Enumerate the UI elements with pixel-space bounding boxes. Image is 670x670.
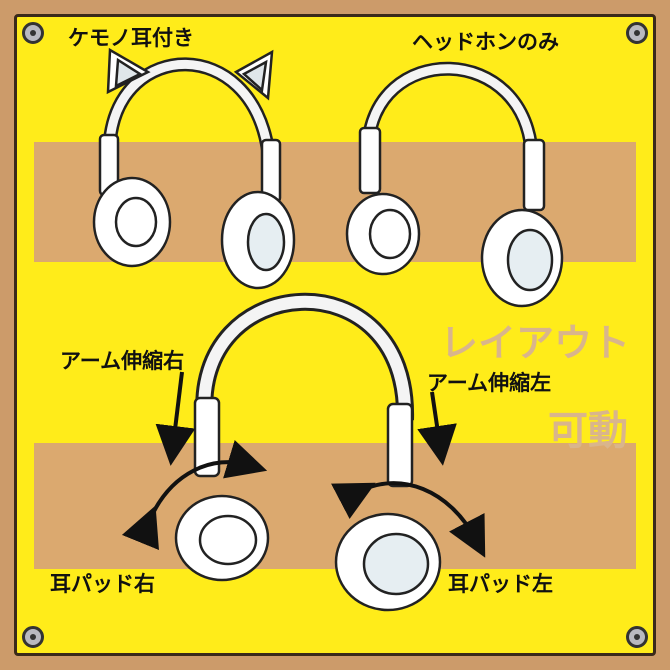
- rivet-icon: [22, 22, 44, 44]
- large-headphones-icon: [174, 292, 442, 612]
- label-pad-left: 耳パッド左: [448, 571, 553, 596]
- label-headphones-only: ヘッドホンのみ: [412, 29, 559, 54]
- label-arm-right: アーム伸縮右: [60, 348, 185, 373]
- arrow-icon: [121, 371, 486, 558]
- label-pad-right: 耳パッド右: [50, 571, 155, 596]
- plain-headphones-icon: [345, 61, 564, 308]
- label-cat-ears: ケモノ耳付き: [68, 25, 194, 50]
- cat-ear-headphones-icon: [92, 47, 296, 290]
- rivet-icon: [22, 626, 44, 648]
- big-text-layout: レイアウト: [440, 320, 631, 365]
- big-text-movable: 可動: [548, 407, 628, 454]
- label-arm-left: アーム伸縮左: [427, 370, 552, 395]
- rivet-icon: [626, 22, 648, 44]
- rivet-icon: [626, 626, 648, 648]
